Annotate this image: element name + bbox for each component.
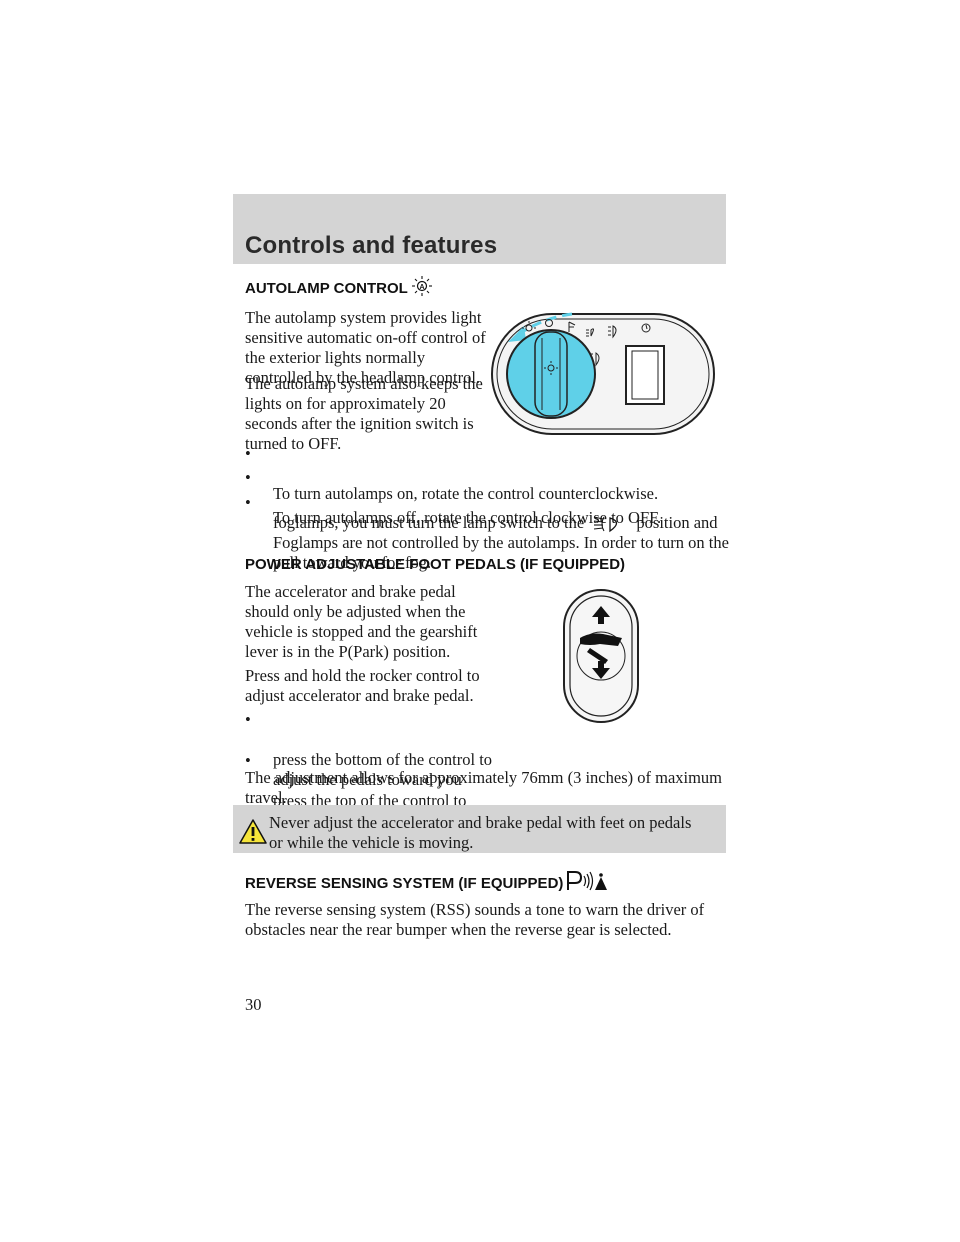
bullet-text: pull toward you for fog. [273,553,432,572]
bullet-text: foglamps, you must turn the lamp switch … [273,513,585,532]
warning-text: Never adjust the accelerator and brake p… [269,813,692,852]
bullet-symbol: • [245,710,251,729]
pedal-rocker-switch-illustration [563,589,639,723]
autolamp-heading: AUTOLAMP CONTROL A [245,276,434,298]
pedals-paragraph-2: Press and hold the rocker control to adj… [245,666,480,705]
autolamp-bullet-3-line-2: foglamps, you must turn the lamp switch … [245,513,718,534]
pedals-paragraph-3: The adjustment allows for approximately … [245,768,723,807]
bullet-symbol: • [245,468,251,487]
down-arrow-icon [592,661,610,679]
pedals-heading-text: POWER ADJUSTABLE FOOT PEDALS (IF EQUIPPE… [245,556,626,573]
section-header-band [233,194,726,264]
pedals-bullet-1: • press the bottom of the control to adj… [245,710,492,790]
bullet-symbol: • [245,751,251,770]
autolamp-bullet-3-line-3: pull toward you for fog. [245,533,431,573]
page-number: 30 [245,995,262,1014]
foglamp-icon [594,516,618,533]
rss-paragraph-1: The reverse sensing system (RSS) sounds … [245,900,705,939]
headlamp-switch-illustration [491,312,715,435]
switch-position-symbols [522,319,651,367]
reverse-sensing-icon [567,871,608,891]
bullet-symbol: • [245,444,251,463]
autolamp-bullet-3: • Foglamps are not controlled by the aut… [245,493,729,553]
bullet-text: To turn autolamps on, rotate the control… [273,484,659,503]
bullet-symbol: • [245,493,251,512]
pedals-heading: POWER ADJUSTABLE FOOT PEDALS (IF EQUIPPE… [245,556,625,573]
autolamp-icon: A [411,276,432,296]
autolamp-paragraph-1: The autolamp system provides light sensi… [245,308,486,387]
autolamp-bullet-2: • To turn autolamps off, rotate the cont… [245,468,661,528]
warning-box [233,805,726,853]
rss-heading-text: REVERSE SENSING SYSTEM (IF EQUIPPED) [245,874,564,892]
bullet-text: To turn autolamps off, rotate the contro… [273,508,662,527]
warning-icon [239,819,267,844]
section-title: Controls and features [245,232,498,259]
bullet-text: Foglamps are not controlled by the autol… [273,533,729,552]
autolamp-paragraph-2: The autolamp system also keeps the light… [245,374,483,453]
bullet-text: position and [636,513,718,532]
bullet-text: press the bottom of the control to adjus… [273,750,493,789]
rss-heading: REVERSE SENSING SYSTEM (IF EQUIPPED) [245,871,609,892]
foot-pedal-icon [580,633,622,664]
pedals-paragraph-1: The accelerator and brake pedal should o… [245,582,478,661]
svg-text:A: A [419,284,424,291]
up-arrow-icon [592,606,610,624]
autolamp-bullet-1: • To turn autolamps on, rotate the contr… [245,444,658,504]
autolamp-heading-text: AUTOLAMP CONTROL [245,279,408,297]
